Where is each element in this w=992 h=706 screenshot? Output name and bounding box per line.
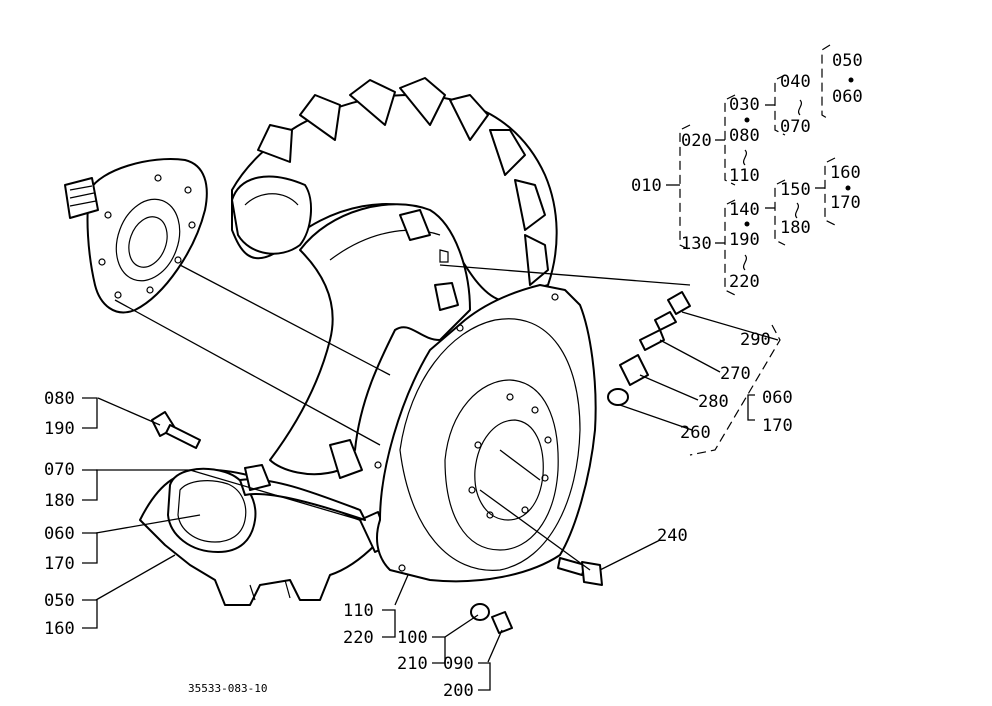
label-080a: 080 [729, 126, 760, 146]
label-290: 290 [740, 330, 771, 350]
tree-connectors [742, 77, 854, 271]
label-110a: 110 [729, 166, 760, 186]
wheel-hub-part [64, 158, 208, 314]
bolt-080-part [151, 411, 201, 449]
inner-tube-part [167, 464, 366, 553]
label-050b: 050 [44, 591, 75, 611]
label-060c: 060 [44, 524, 75, 544]
left-brackets [82, 397, 491, 691]
drawing-number: 35533-083-10 [188, 682, 267, 695]
label-170b: 170 [762, 416, 793, 436]
label-170a: 170 [830, 193, 861, 213]
label-160b: 160 [44, 619, 75, 639]
label-220a: 220 [729, 272, 760, 292]
label-010: 010 [631, 176, 662, 196]
label-100: 100 [397, 628, 428, 648]
wheel-disc-part [374, 284, 597, 583]
label-200: 200 [443, 681, 474, 701]
leader-lines [95, 264, 779, 663]
label-020: 020 [681, 131, 712, 151]
label-190b: 190 [44, 419, 75, 439]
label-270: 270 [720, 364, 751, 384]
label-180b: 180 [44, 491, 75, 511]
label-180a: 180 [780, 218, 811, 238]
label-030: 030 [729, 95, 760, 115]
label-040: 040 [780, 72, 811, 92]
label-060b: 060 [762, 388, 793, 408]
label-070a: 070 [780, 117, 811, 137]
label-220b: 220 [343, 628, 374, 648]
label-050a: 050 [832, 51, 863, 71]
label-060a: 060 [832, 87, 863, 107]
label-170c: 170 [44, 554, 75, 574]
label-190a: 190 [729, 230, 760, 250]
label-080b: 080 [44, 389, 75, 409]
label-160a: 160 [830, 163, 861, 183]
valve-parts [607, 291, 691, 406]
label-240: 240 [657, 526, 688, 546]
label-110b: 110 [343, 601, 374, 621]
tree-brackets [666, 44, 836, 456]
label-260: 260 [680, 423, 711, 443]
tire-part [231, 77, 558, 479]
label-150: 150 [780, 180, 811, 200]
label-090: 090 [443, 654, 474, 674]
nut-washer-part [470, 603, 513, 634]
label-280: 280 [698, 392, 729, 412]
label-070b: 070 [44, 460, 75, 480]
label-140: 140 [729, 200, 760, 220]
label-130: 130 [681, 234, 712, 254]
label-210: 210 [397, 654, 428, 674]
part-labels: 010 020 030 080 110 040 070 050 060 130 … [44, 51, 863, 701]
